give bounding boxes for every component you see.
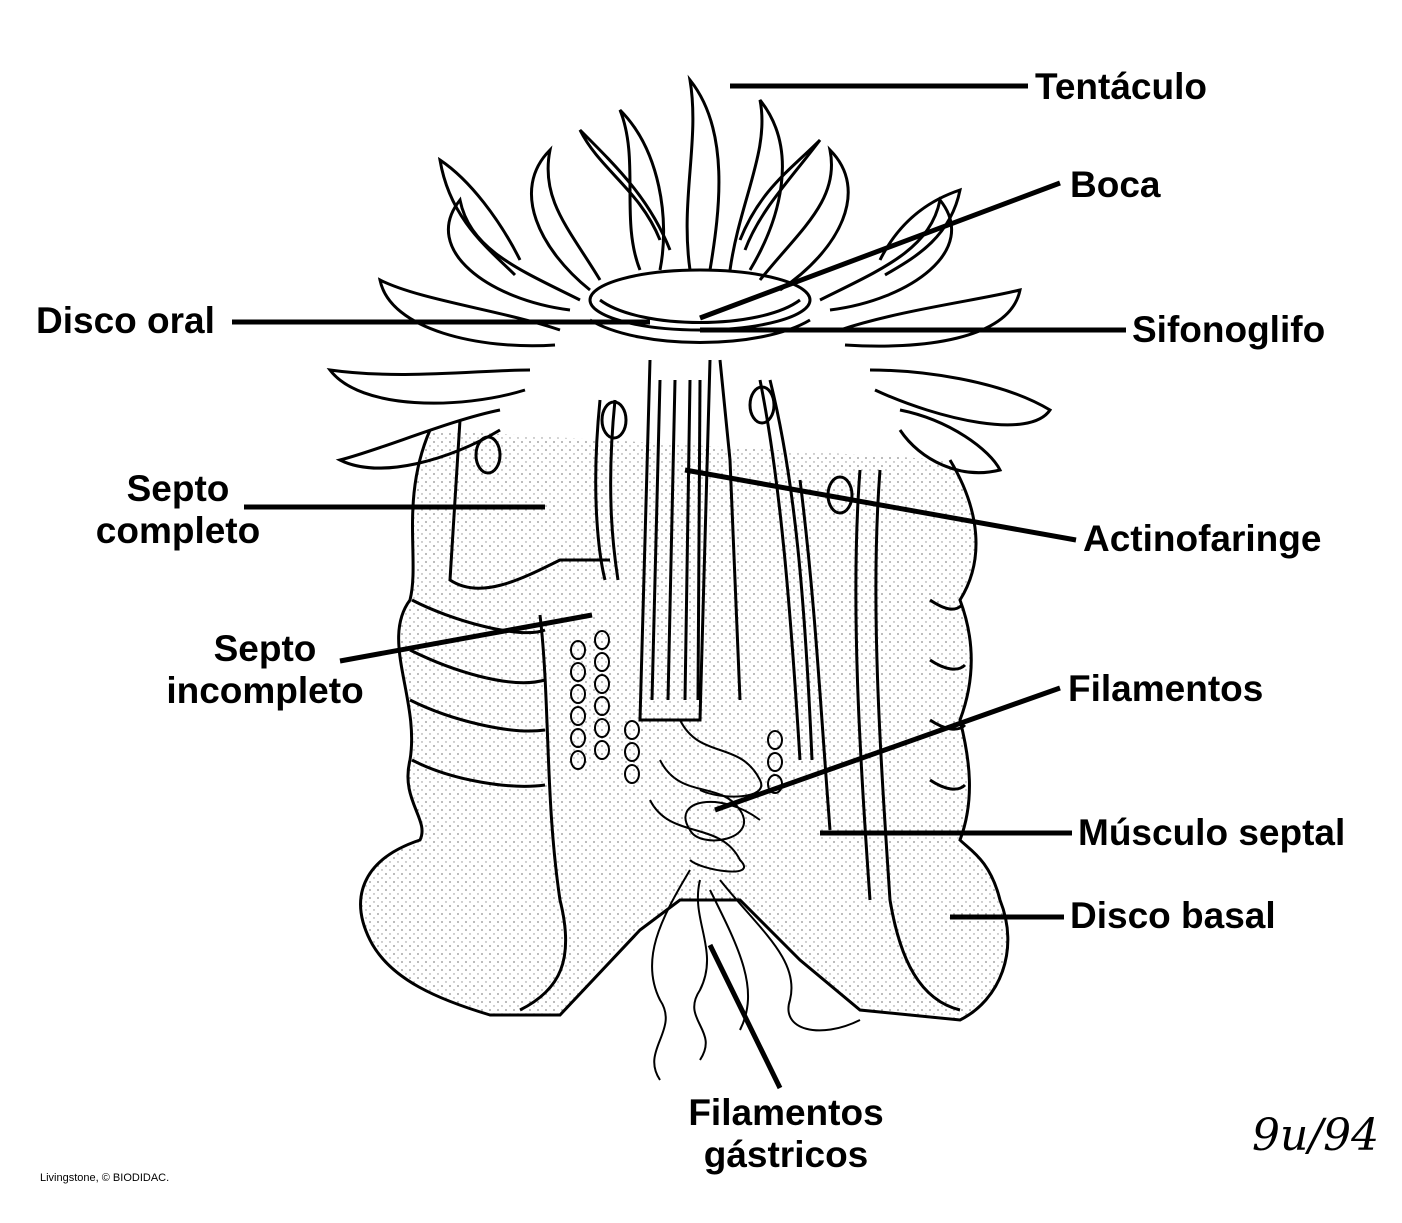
label-septo-incompleto-line2: incompleto bbox=[166, 670, 364, 711]
tentacles bbox=[326, 74, 1053, 475]
leader-boca bbox=[699, 180, 1061, 321]
leader-actinofaringe bbox=[684, 467, 1077, 543]
leader-filamentos bbox=[714, 685, 1061, 813]
label-musculo-septal: Músculo septal bbox=[1078, 812, 1346, 853]
septal-beads bbox=[570, 630, 783, 794]
leader-filamentos-gastricos bbox=[707, 943, 783, 1090]
label-septo-completo: Septo completo bbox=[90, 468, 266, 552]
leader-septo-incompleto bbox=[339, 612, 593, 664]
label-disco-basal: Disco basal bbox=[1070, 895, 1276, 936]
label-septo-incompleto: Septo incompleto bbox=[160, 628, 370, 712]
label-septo-completo-line1: Septo bbox=[126, 468, 230, 509]
label-filamentos-gastricos-line2: gástricos bbox=[703, 1134, 869, 1175]
label-boca: Boca bbox=[1070, 164, 1161, 205]
artist-signature: 9u/94 bbox=[1252, 1110, 1380, 1161]
label-filamentos-gastricos-line1: Filamentos bbox=[688, 1092, 884, 1133]
label-actinofaringe: Actinofaringe bbox=[1083, 518, 1322, 559]
label-septo-incompleto-line1: Septo bbox=[213, 628, 317, 669]
label-septo-completo-line2: completo bbox=[95, 510, 261, 551]
label-tentaculo: Tentáculo bbox=[1035, 66, 1207, 107]
leader-lines bbox=[232, 83, 1126, 1090]
credit-text: Livingstone, © BIODIDAC. bbox=[40, 1172, 170, 1184]
label-filamentos-gastricos: Filamentos gástricos bbox=[676, 1092, 896, 1176]
label-filamentos: Filamentos bbox=[1068, 668, 1264, 709]
body-column bbox=[359, 359, 1010, 1022]
gastric-filaments bbox=[649, 719, 861, 1081]
label-disco-oral: Disco oral bbox=[36, 300, 215, 341]
label-sifonoglifo: Sifonoglifo bbox=[1132, 309, 1326, 350]
